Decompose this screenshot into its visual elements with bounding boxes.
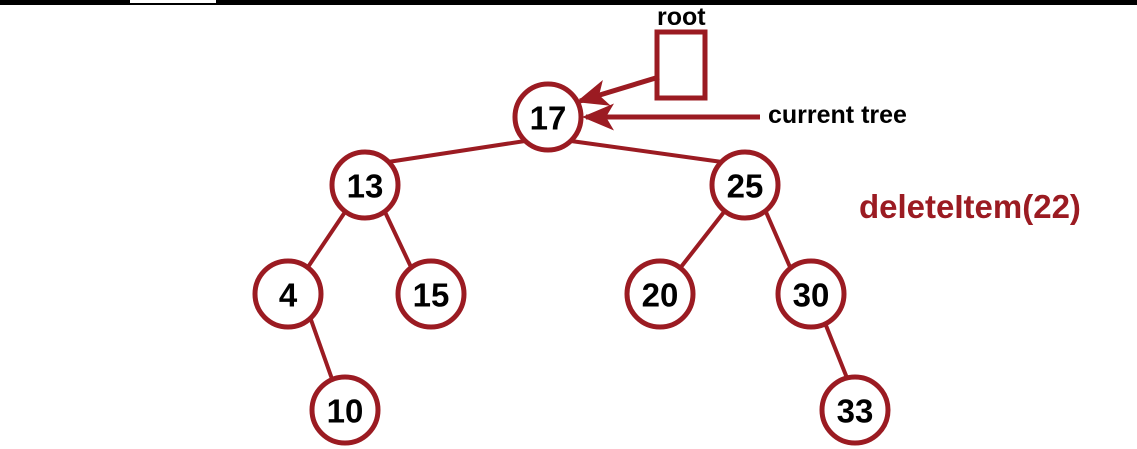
node-circle-25 bbox=[709, 149, 781, 221]
tree-node-25[interactable]: 25 bbox=[709, 149, 781, 221]
tree-node-15[interactable]: 15 bbox=[395, 258, 467, 330]
node-circle-15 bbox=[395, 258, 467, 330]
edge-13-4 bbox=[306, 210, 347, 269]
node-circle-33 bbox=[819, 374, 891, 446]
node-value-30: 30 bbox=[793, 277, 830, 314]
root-pointer-box bbox=[654, 29, 708, 101]
node-value-13: 13 bbox=[347, 168, 384, 205]
edge-25-30 bbox=[764, 210, 792, 269]
current-tree-label: current tree bbox=[768, 101, 907, 129]
node-value-10: 10 bbox=[327, 393, 364, 430]
node-value-25: 25 bbox=[727, 168, 764, 205]
edge-17-13 bbox=[386, 139, 527, 164]
tree-node-33[interactable]: 33 bbox=[819, 374, 891, 446]
node-value-4: 4 bbox=[279, 277, 298, 314]
edge-17-25 bbox=[569, 139, 724, 164]
node-value-20: 20 bbox=[642, 277, 679, 314]
node-value-33: 33 bbox=[837, 393, 874, 430]
tree-node-20[interactable]: 20 bbox=[624, 258, 696, 330]
edge-25-20 bbox=[679, 210, 726, 269]
pointer-arrows bbox=[576, 74, 760, 131]
tree-node-30[interactable]: 30 bbox=[775, 258, 847, 330]
tree-node-17[interactable]: 17 bbox=[512, 81, 584, 153]
edge-4-10 bbox=[308, 315, 334, 381]
node-circle-13 bbox=[329, 149, 401, 221]
tree-node-13[interactable]: 13 bbox=[329, 149, 401, 221]
tree-edges bbox=[306, 139, 849, 381]
tree-nodes: 17 13 25 4 15 20 bbox=[252, 81, 891, 446]
operation-label: deleteItem(22) bbox=[859, 188, 1081, 225]
edge-13-15 bbox=[383, 210, 413, 269]
node-circle-4 bbox=[252, 258, 324, 330]
node-circle-20 bbox=[624, 258, 696, 330]
tree-node-4[interactable]: 4 bbox=[252, 258, 324, 330]
node-value-17: 17 bbox=[530, 100, 567, 137]
tree-node-10[interactable]: 10 bbox=[309, 374, 381, 446]
node-value-15: 15 bbox=[413, 277, 450, 314]
root-label: root bbox=[657, 3, 706, 31]
top-bar-notch bbox=[130, 0, 216, 3]
top-black-bar bbox=[0, 0, 1137, 5]
node-circle-17 bbox=[512, 81, 584, 153]
root-pointer-arrow bbox=[576, 74, 660, 106]
edge-30-33 bbox=[823, 321, 849, 380]
node-circle-10 bbox=[309, 374, 381, 446]
node-circle-30 bbox=[775, 258, 847, 330]
